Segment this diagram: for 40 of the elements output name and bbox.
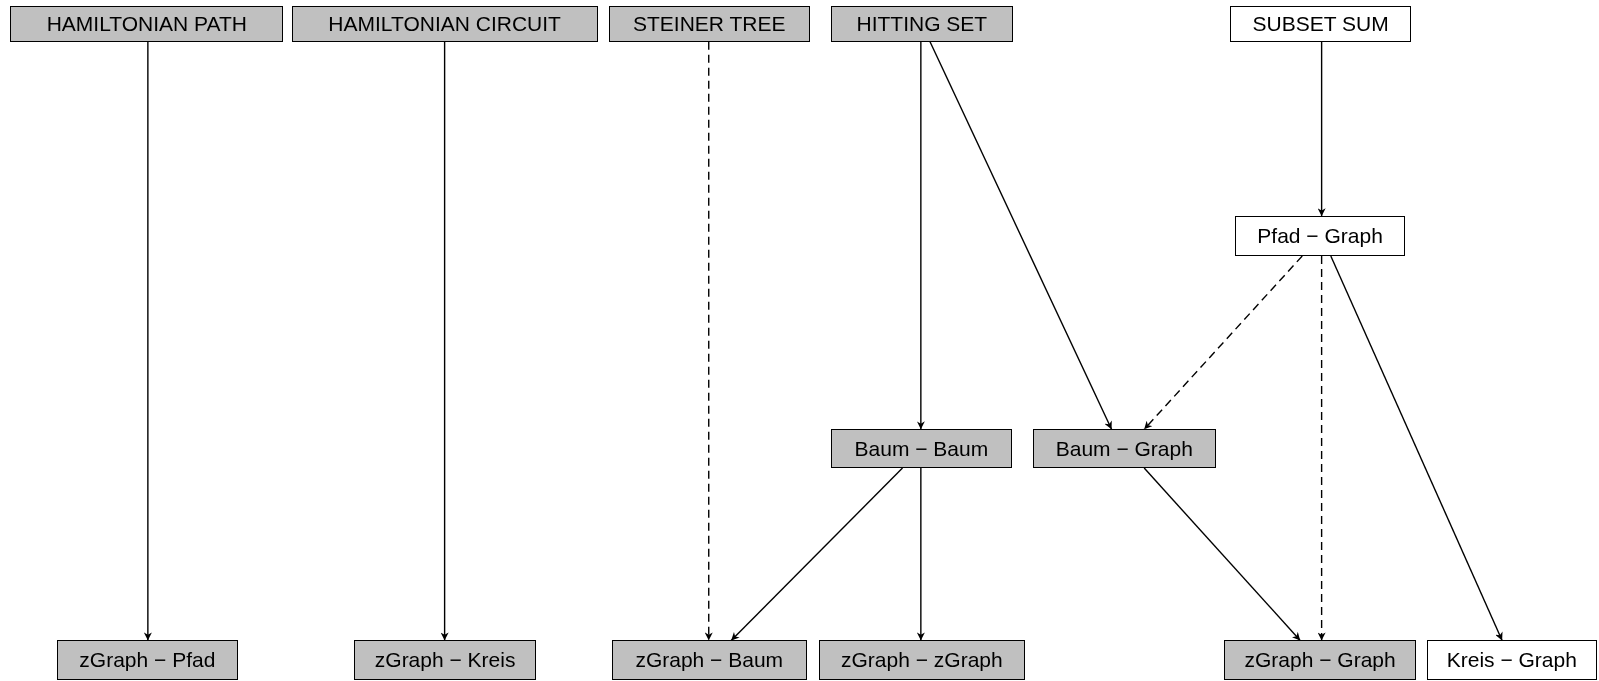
process-box [831,429,1012,469]
arrow [1143,467,1301,642]
arrow [916,467,925,642]
arrow [916,41,925,430]
process-box [608,6,810,42]
process-box [353,640,537,681]
arrow [730,467,904,642]
process-box [611,640,807,681]
arrow [704,41,713,642]
arrow [1317,255,1326,642]
box-label: Baum − Graph [1055,436,1193,461]
process-box [291,6,598,42]
box-label: Pfad − Graph [1257,224,1383,249]
box-label: STEINER TREE [633,11,786,36]
arrow [1143,255,1303,430]
process-box [57,640,238,681]
process-box [1033,429,1216,469]
box-label: Kreis − Graph [1446,648,1577,673]
process-box [1234,216,1406,256]
arrow [1317,41,1326,217]
box-label: zGraph − Graph [1244,648,1396,673]
box-label: zGraph − Kreis [374,648,516,673]
process-box [10,6,284,42]
process-box [818,640,1025,681]
arrow [1330,255,1503,642]
process-box [831,6,1013,42]
arrow [143,41,152,642]
box-label: zGraph − Pfad [79,648,216,673]
process-box [1223,640,1417,681]
arrow [929,41,1113,430]
box-label: HAMILTONIAN CIRCUIT [328,11,561,36]
box-label: HAMILTONIAN PATH [46,11,247,36]
box-label: HITTING SET [856,11,988,36]
arrow [440,41,449,642]
box-label: zGraph − Baum [635,648,784,673]
process-box [1229,6,1412,42]
box-label: Baum − Baum [854,436,989,461]
box-label: zGraph − zGraph [841,648,1003,673]
process-box [1426,640,1597,681]
box-label: SUBSET SUM [1252,11,1389,36]
